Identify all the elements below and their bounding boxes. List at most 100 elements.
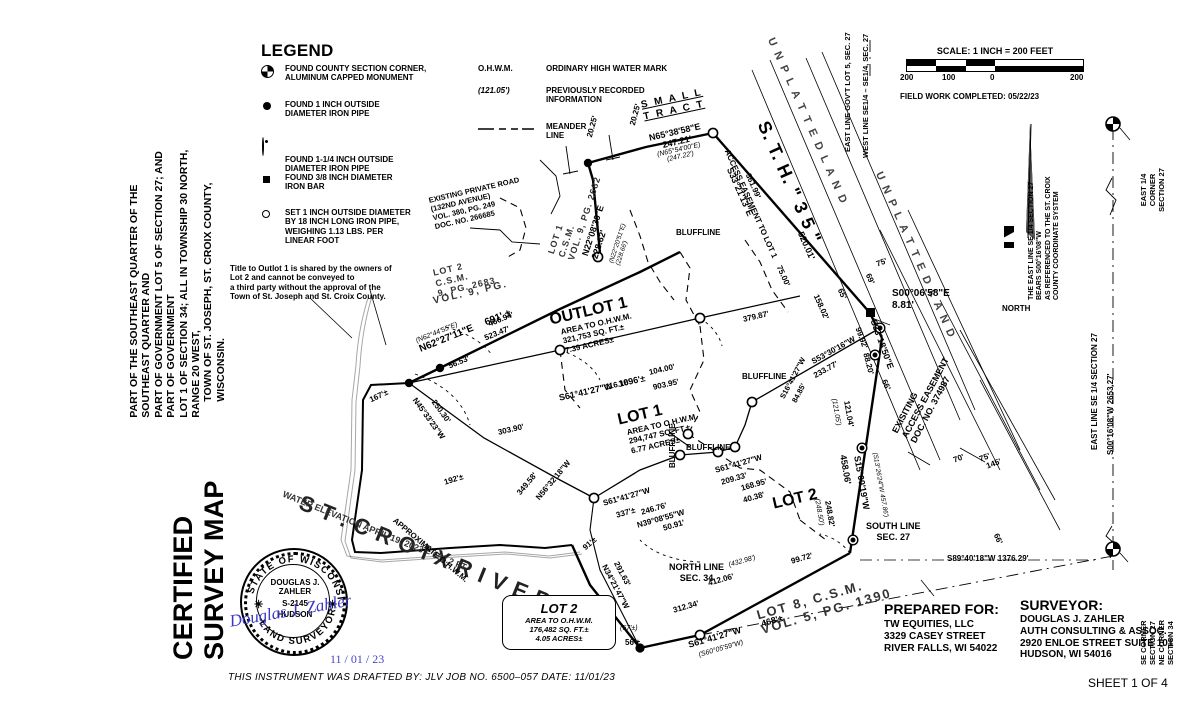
legend-item-iron-pipe-114in: FOUND 1-1/4 INCH OUTSIDE DIAMETER IRON P… bbox=[261, 137, 481, 174]
legend-label: FOUND 3/8 INCH DIAMETER bbox=[285, 173, 393, 182]
lot2-box-title: LOT 2 bbox=[540, 601, 578, 616]
lot2-area-box: LOT 2 AREA TO O.H.W.M. 176,482 SQ. FT.± … bbox=[502, 595, 616, 650]
legend-ohwm-label: ORDINARY HIGH WATER MARK bbox=[546, 64, 668, 73]
surveyor-line2: AUTH CONSULTING & ASSOC. bbox=[1020, 625, 1167, 637]
legend-previously-recorded: (121.05') PREVIOUSLY RECORDED INFORMATIO… bbox=[478, 86, 645, 105]
legend-meander: MEANDER LINE bbox=[478, 122, 586, 141]
scale-bar bbox=[906, 59, 1084, 72]
bearing-text: S00°16'08"W bbox=[1106, 406, 1115, 455]
legend-label: LINEAR FOOT bbox=[285, 236, 340, 246]
scale-tick-0: 0 bbox=[990, 73, 995, 82]
dim-56: 56'± bbox=[625, 638, 641, 647]
legend-prev-label: PREVIOUSLY RECORDED bbox=[546, 86, 645, 95]
seal-star-left: ✳ bbox=[254, 599, 263, 611]
label-north-line-sec34: NORTH LINE SEC. 34 bbox=[669, 562, 724, 583]
surveyor-block: SURVEYOR: DOUGLAS J. ZAHLER AUTH CONSULT… bbox=[1020, 597, 1173, 661]
bearing-distance: 1376.29' bbox=[997, 554, 1029, 563]
open-circle-icon bbox=[262, 210, 270, 218]
label-bluffline-2: BLUFFLINE bbox=[742, 372, 787, 381]
seal-star-right: ✳ bbox=[328, 599, 337, 611]
note-line-2: Lot 2 and cannot be conveyed to bbox=[230, 273, 355, 283]
surveyor-heading: SURVEYOR: bbox=[1020, 597, 1103, 613]
north-reference-note: THE EAST LINE SE 1/4 SECTION 27 BEARS S0… bbox=[1028, 176, 1061, 300]
legend-meander-label2: LINE bbox=[546, 131, 565, 141]
prepared-for-block: PREPARED FOR: TW EQUITIES, LLC 3329 CASE… bbox=[884, 601, 999, 654]
prepared-for-heading: PREPARED FOR: bbox=[884, 601, 999, 617]
scale-tick-100: 100 bbox=[942, 73, 956, 82]
note-line-1: Title to Outlot 1 is shared by the owner… bbox=[230, 264, 392, 273]
legend-label: DIAMETER IRON PIPE bbox=[285, 164, 370, 174]
subtitle-line-3: LOT 1 OF SECTION 34; ALL IN TOWNSHIP 30 … bbox=[177, 149, 202, 418]
monument-symbols bbox=[404, 127, 886, 653]
label-bluffline-1: BLUFFLINE bbox=[676, 228, 721, 237]
legend-label: DIAMETER IRON PIPE bbox=[285, 109, 370, 119]
lot2-box-line1: AREA TO O.H.W.M. bbox=[525, 616, 593, 625]
legend-prev-key: (121.05') bbox=[478, 86, 510, 95]
label-bluffline-3: BLUFFLINE bbox=[686, 443, 731, 452]
legend-heading: LEGEND bbox=[261, 41, 334, 60]
meander-line-icon bbox=[478, 128, 534, 130]
legend-label: SET 1 INCH OUTSIDE DIAMETER bbox=[285, 208, 411, 217]
label-east-quarter-corner: EAST 1/4 CORNER SECTION 27 bbox=[1139, 168, 1166, 212]
dot-in-circle-icon bbox=[262, 137, 264, 156]
note-line-3: a third party without the approval of th… bbox=[230, 282, 381, 292]
signature-date: 11 / 01 / 23 bbox=[330, 652, 385, 666]
bearing-distance: 2653.27' bbox=[1106, 373, 1115, 405]
bearing-s89-4018w: S89°40'18"W 1376.29' bbox=[947, 554, 1029, 563]
legend-label: FOUND 1-1/4 INCH OUTSIDE bbox=[285, 155, 394, 164]
lot2-box-line3: 4.05 ACRES± bbox=[535, 633, 583, 643]
legend-item-iron-bar: FOUND 3/8 INCH DIAMETER IRON BAR bbox=[261, 173, 481, 192]
seal-number: S-2145 bbox=[282, 598, 308, 608]
bearing-east-line-se14: S00°16'08"W 2653.27' bbox=[1106, 373, 1115, 455]
subtitle-line-2: PART OF GOVERNMENT LOT 5 OF SECTION 27; … bbox=[152, 151, 178, 418]
page-title-block: CERTIFIED SURVEY MAP PART OF THE SOUTHEA… bbox=[128, 140, 230, 660]
legend-label: ALUMINUM CAPPED MONUMENT bbox=[285, 73, 414, 83]
legend-label: IRON BAR bbox=[285, 182, 325, 192]
label-south-line-sec27: SOUTH LINE SEC. 27 bbox=[866, 521, 921, 542]
surveyor-line3: 2920 ENLOE STREET SUITE 101 bbox=[1020, 637, 1174, 649]
label-west-line-se14: WEST LINE SE1/4 – SE1/4, SEC. 27 bbox=[861, 33, 870, 158]
legend-ohwm: O.H.W.M. ORDINARY HIGH WATER MARK bbox=[478, 64, 667, 73]
sheet-number: SHEET 1 OF 4 bbox=[1088, 676, 1168, 690]
legend-prev-label2: INFORMATION bbox=[546, 95, 602, 105]
north-note-2: BEARS S00°16'08"W bbox=[1036, 231, 1044, 300]
drafted-by-line: THIS INSTRUMENT WAS DRAFTED BY: JLV JOB … bbox=[228, 672, 616, 683]
section-corner-monuments bbox=[1105, 116, 1121, 557]
scale-block: SCALE: 1 INCH = 200 FEET 200 100 0 200 F… bbox=[900, 46, 1090, 101]
filled-square-icon bbox=[263, 176, 270, 183]
legend-label: FOUND 1 INCH OUTSIDE bbox=[285, 100, 380, 109]
bearing-text: S00°06'58"E bbox=[892, 288, 950, 299]
note-line-4: Town of St. Joseph and St. Croix County. bbox=[230, 292, 386, 302]
legend-meander-label: MEANDER bbox=[546, 122, 587, 131]
prepared-for-line1: TW EQUITIES, LLC bbox=[884, 619, 974, 630]
north-note-3: AS REFERENCED TO THE ST. CROIX bbox=[1044, 176, 1052, 300]
scale-label: SCALE: 1 INCH = 200 FEET bbox=[936, 46, 1054, 56]
surveyor-line4: HUDSON, WI 54016 bbox=[1020, 649, 1112, 661]
subtitle-line-1: PART OF THE SOUTHEAST QUARTER OF THE SOU… bbox=[128, 184, 153, 418]
section-corner-icon bbox=[261, 65, 274, 78]
bearing-distance: 8.81' bbox=[892, 299, 914, 311]
label-east-line-govt-lot5: EAST LINE GOV'T LOT 5, SEC. 27 bbox=[843, 32, 852, 152]
legend-label: FOUND COUNTY SECTION CORNER, bbox=[285, 64, 427, 73]
north-note-1: THE EAST LINE SE 1/4 SECTION 27 bbox=[1028, 181, 1035, 300]
seal-city: HUDSON bbox=[277, 610, 313, 620]
subtitle-line-4: TOWN OF ST. JOSEPH, ST. CROIX COUNTY, WI… bbox=[202, 182, 227, 402]
legend-item-set-pipe: SET 1 INCH OUTSIDE DIAMETER BY 18 INCH L… bbox=[261, 208, 486, 246]
seal-name-line1: DOUGLAS J. bbox=[270, 578, 320, 587]
surveyor-line1: DOUGLAS J. ZAHLER bbox=[1020, 614, 1125, 625]
prepared-for-line2: 3329 CASEY STREET bbox=[884, 630, 986, 642]
lot2-box-line2: 176,482 SQ. FT.± bbox=[529, 624, 589, 634]
seal-arc-text: STATE OF WISCONSIN LAND SURVEYOR ✳ ✳ bbox=[240, 548, 344, 647]
bearing-text: S89°40'18"W bbox=[947, 554, 996, 563]
north-label: NORTH bbox=[1002, 304, 1031, 313]
legend-ohwm-key: O.H.W.M. bbox=[478, 64, 513, 73]
legend-label: WEIGHING 1.13 LBS. PER bbox=[285, 226, 384, 236]
filled-dot-icon bbox=[263, 102, 271, 110]
legend-label: BY 18 INCH LONG IRON PIPE, bbox=[285, 217, 400, 227]
label-east-line-se14-sec27: EAST LINE SE 1/4 SECTION 27 bbox=[1090, 333, 1099, 450]
legend-item-iron-pipe-1in: FOUND 1 INCH OUTSIDE DIAMETER IRON PIPE bbox=[261, 100, 481, 119]
seal-name-line2: ZAHLER bbox=[278, 587, 312, 597]
page-title: CERTIFIED SURVEY MAP bbox=[168, 480, 229, 660]
outlot-note: Title to Outlot 1 is shared by the owner… bbox=[230, 264, 430, 302]
